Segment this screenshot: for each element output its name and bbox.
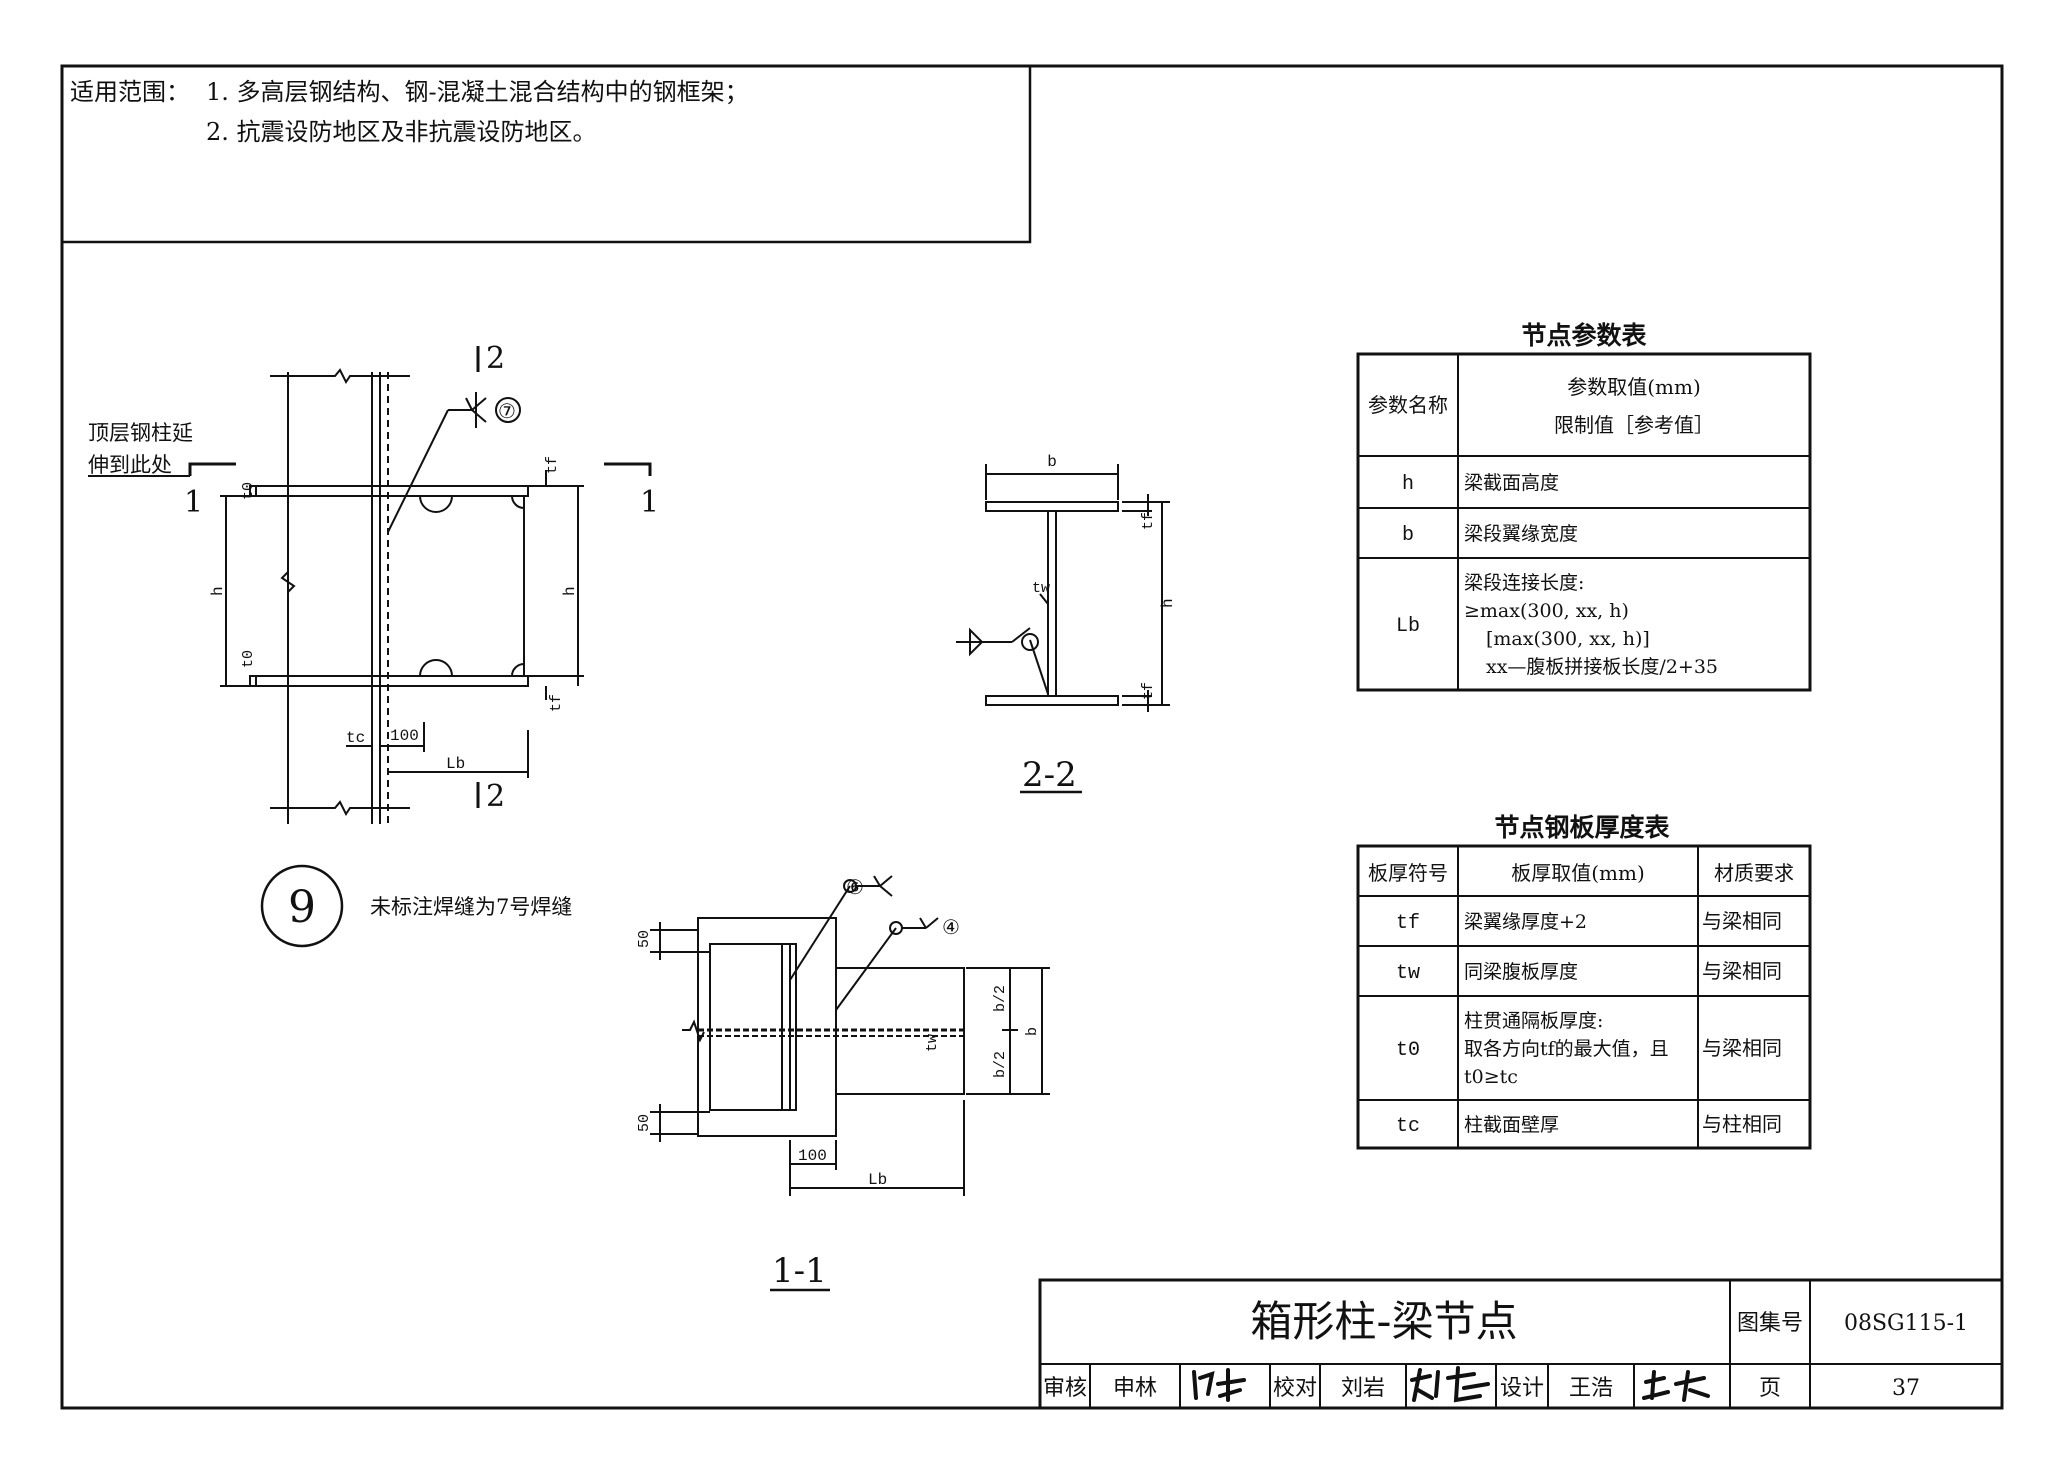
plate-head-value: 板厚取值(mm) [1511, 861, 1645, 885]
plate-table-title: 节点钢板厚度表 [1494, 813, 1670, 842]
param-row-value: xx—腹板拼接板长度/2+35 [1486, 656, 1718, 678]
plate-row-symbol: tf [1396, 912, 1420, 935]
page-label: 页 [1759, 1376, 1781, 1401]
param-table-title: 节点参数表 [1521, 321, 1647, 350]
checker-signature [1410, 1366, 1490, 1403]
sec22-dim-h: h [1159, 598, 1177, 608]
plate-row-value: 梁翼缘厚度+2 [1464, 911, 1587, 933]
reviewer-name: 申林 [1113, 1376, 1157, 1401]
atlas-number: 08SG115-1 [1844, 1311, 1968, 1336]
node-weld-note: 未标注焊缝为7号焊缝 [370, 895, 572, 919]
designer-signature [1642, 1370, 1710, 1402]
sec22-dim-b: b [1047, 453, 1057, 471]
weld-ref-6: ⑥ [846, 875, 864, 899]
plate-row-value: t0≥tc [1464, 1066, 1518, 1088]
plate-row-value: 同梁腹板厚度 [1464, 961, 1578, 983]
plate-head-material: 材质要求 [1714, 861, 1794, 885]
param-row-value: ≥max(300, xx, h) [1464, 600, 1629, 622]
dim-h-left: h [209, 586, 227, 596]
param-table-rows: h 梁截面高度 b 梁段翼缘宽度 Lb 梁段连接长度: ≥max(300, xx, h) [m… [1396, 472, 1718, 678]
sec11-title: 1-1 [772, 1251, 827, 1291]
plate-row-value: 取各方向tf的最大值，且 [1464, 1038, 1669, 1060]
plate-row-material: 与梁相同 [1702, 909, 1782, 933]
plate-row-material: 与梁相同 [1702, 959, 1782, 983]
param-row-name: b [1402, 524, 1414, 547]
section-mark-2-bottom: 2 [486, 779, 505, 814]
plate-head-symbol: 板厚符号 [1368, 861, 1448, 885]
sec11-dim-100: 100 [798, 1147, 827, 1165]
elevation-view [88, 346, 652, 824]
weld-ref-4: ④ [942, 915, 960, 939]
plate-row-material: 与梁相同 [1702, 1036, 1782, 1060]
node-number: 9 [288, 882, 316, 933]
plate-row-value: 柱截面壁厚 [1464, 1114, 1559, 1136]
param-table-grid [1356, 352, 1812, 692]
drawing-title: 箱形柱-梁节点 [1250, 1297, 1517, 1346]
page-number: 37 [1892, 1376, 1920, 1401]
weld-ref-7: ⑦ [498, 399, 516, 423]
sec11-dim-50-top: 50 [636, 930, 653, 948]
param-head-value-1: 参数取值(mm) [1567, 375, 1701, 399]
node-number-circle [260, 864, 344, 948]
dim-tf-bottom: tf [548, 694, 565, 712]
column-note-line1: 顶层钢柱延 [88, 421, 193, 445]
sheet-border [60, 64, 2004, 1410]
section-mark-1-right: 1 [640, 485, 659, 520]
section-2-2-view [956, 464, 1170, 794]
title-block-grid [1038, 1278, 2004, 1410]
dim-t0-bottom: t0 [240, 650, 257, 668]
plate-row-symbol: t0 [1396, 1039, 1420, 1062]
sec11-dim-50-bottom: 50 [636, 1114, 653, 1132]
dim-100: 100 [390, 727, 419, 745]
sec11-dim-tw: tw [924, 1034, 941, 1052]
reviewer-signature [1192, 1368, 1246, 1402]
review-label: 审核 [1043, 1376, 1087, 1401]
check-label: 校对 [1273, 1376, 1317, 1401]
dim-tf-top: tf [544, 456, 561, 474]
sec22-dim-tw: tw [1032, 580, 1050, 597]
section-mark-2-top: 2 [486, 341, 505, 376]
designer-name: 王浩 [1569, 1376, 1613, 1401]
param-head-name: 参数名称 [1368, 393, 1448, 417]
param-row-value: [max(300, xx, h)] [1486, 628, 1650, 650]
param-row-value: 梁段连接长度: [1464, 572, 1584, 594]
scope-item-2: 2. 抗震设防地区及非抗震设防地区。 [206, 118, 597, 146]
atlas-label: 图集号 [1737, 1311, 1803, 1336]
plate-row-symbol: tw [1396, 962, 1420, 985]
param-head-value-2: 限制值［参考值］ [1554, 413, 1714, 437]
scope-item-1: 1. 多高层钢结构、钢-混凝土混合结构中的钢框架； [206, 78, 749, 106]
sec11-dim-b: b [1024, 1027, 1041, 1036]
param-row-value: 梁段翼缘宽度 [1464, 523, 1578, 545]
design-label: 设计 [1500, 1376, 1544, 1401]
param-row-value: 梁截面高度 [1464, 472, 1559, 494]
sec11-dim-lb: Lb [868, 1171, 887, 1189]
dim-lb: Lb [446, 755, 465, 773]
section-1-1-view [650, 875, 1050, 1292]
plate-row-material: 与柱相同 [1702, 1112, 1782, 1136]
plate-row-value: 柱贯通隔板厚度: [1464, 1010, 1603, 1032]
param-row-name: Lb [1396, 615, 1420, 638]
dim-t0-top: t0 [240, 482, 257, 500]
scope-box [60, 64, 1032, 244]
dim-tc: tc [346, 729, 365, 747]
sec22-title: 2-2 [1022, 755, 1077, 795]
param-row-name: h [1402, 473, 1414, 496]
scope-label: 适用范围： [70, 78, 190, 106]
section-mark-1-left: 1 [184, 485, 203, 520]
sec22-dim-tf-top: tf [1140, 512, 1157, 530]
sec22-dim-tf-bottom: tf [1140, 682, 1157, 700]
plate-row-symbol: tc [1396, 1115, 1420, 1138]
sec11-dim-b-half-top: b/2 [992, 985, 1009, 1012]
checker-name: 刘岩 [1341, 1376, 1385, 1401]
dim-h-right: h [561, 586, 579, 596]
plate-table-grid [1356, 844, 1812, 1150]
column-note-line2: 伸到此处 [88, 453, 172, 477]
sec11-dim-b-half-bottom: b/2 [992, 1051, 1009, 1078]
